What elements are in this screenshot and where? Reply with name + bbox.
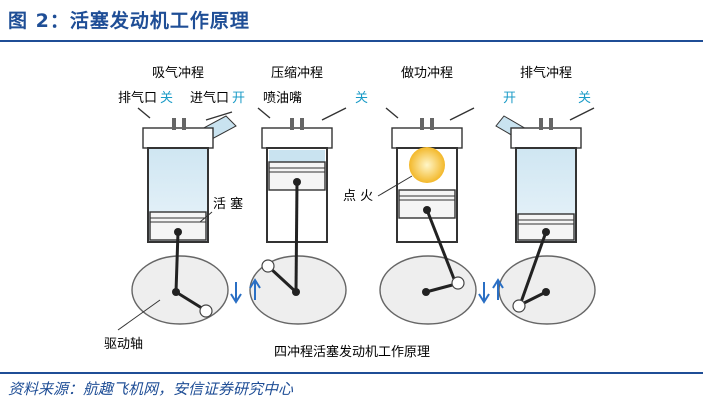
source-note: 资料来源：航趣飞机网，安信证券研究中心 [8,380,294,398]
stroke-label-exhaust: 排气冲程 [520,65,572,81]
port-pipes [569,107,595,121]
top-rule [0,40,703,42]
piston-label: 活 塞 [213,196,243,212]
ignition-label: 点 火 [343,189,373,204]
valve-stem [300,118,304,130]
compressed-gas [269,150,325,162]
power-stroke-panel: 做功冲程 点 火 [343,66,490,325]
intake-stroke-panel: 吸气冲程 排气口 关 进气口 开 活 塞 驱动轴 [104,65,245,352]
bottom-rule [0,372,703,374]
crank-pin [261,259,275,273]
intake-open-label: 开 [232,91,245,106]
port-pipes [137,107,233,121]
crank-center [172,288,180,296]
ignition-leader-line [377,175,413,197]
crankshaft-leader-line [117,299,161,331]
connecting-rod [294,181,299,293]
crank-pin [451,276,465,290]
cylinder-head [510,127,582,149]
crank-center [422,288,430,296]
crank-arm [425,282,457,294]
connecting-rod [518,231,548,306]
cylinder-head [261,127,333,149]
port-pipes [385,107,475,121]
valve-stem [290,118,294,130]
crank-pin [512,299,526,313]
up-arrow-icon [492,278,504,300]
stroke-label-intake: 吸气冲程 [152,65,204,81]
intake-closed-label: 关 [578,91,591,106]
port-pipes [257,107,347,121]
valve-stem [430,118,434,130]
up-arrow-icon [249,278,261,300]
exhaust-closed-label: 关 [160,91,173,106]
connecting-rod [425,209,458,285]
exhaust-open-label: 开 [503,91,516,106]
piston-leader-line [199,211,213,223]
crankshaft-label: 驱动轴 [104,337,143,352]
stroke-label-compression: 压缩冲程 [271,65,323,81]
crank-arm [268,266,298,294]
crank-arm [175,290,206,312]
crank-center [542,288,550,296]
stroke-label-power: 做功冲程 [401,66,453,81]
figure-title: 图 2：活塞发动机工作原理 [8,10,250,32]
valve-stem [539,118,543,130]
crank-pin [199,304,213,318]
cylinder-head [142,127,214,149]
connecting-rod [174,231,180,293]
exhaust-stroke-panel: 排气冲程 开 关 [492,65,596,325]
exhaust-port-label: 排气口 [118,90,157,106]
diagram-caption: 四冲程活塞发动机工作原理 [274,344,430,360]
valve-stem [172,118,176,130]
valve-closed-label: 关 [355,91,368,106]
crankcase-wheel [131,255,229,325]
down-arrow-icon [478,282,490,304]
compression-stroke-panel: 压缩冲程 喷油嘴 关 [249,65,368,325]
valve-stem [420,118,424,130]
down-arrow-icon [230,282,242,304]
injector-label: 喷油嘴 [263,91,302,106]
valve-stem [549,118,553,130]
valve-stem [182,118,186,130]
crank-center [292,288,300,296]
ignition-flame [409,147,445,183]
intake-port-label: 进气口 [190,90,229,106]
cylinder-head [391,127,463,149]
